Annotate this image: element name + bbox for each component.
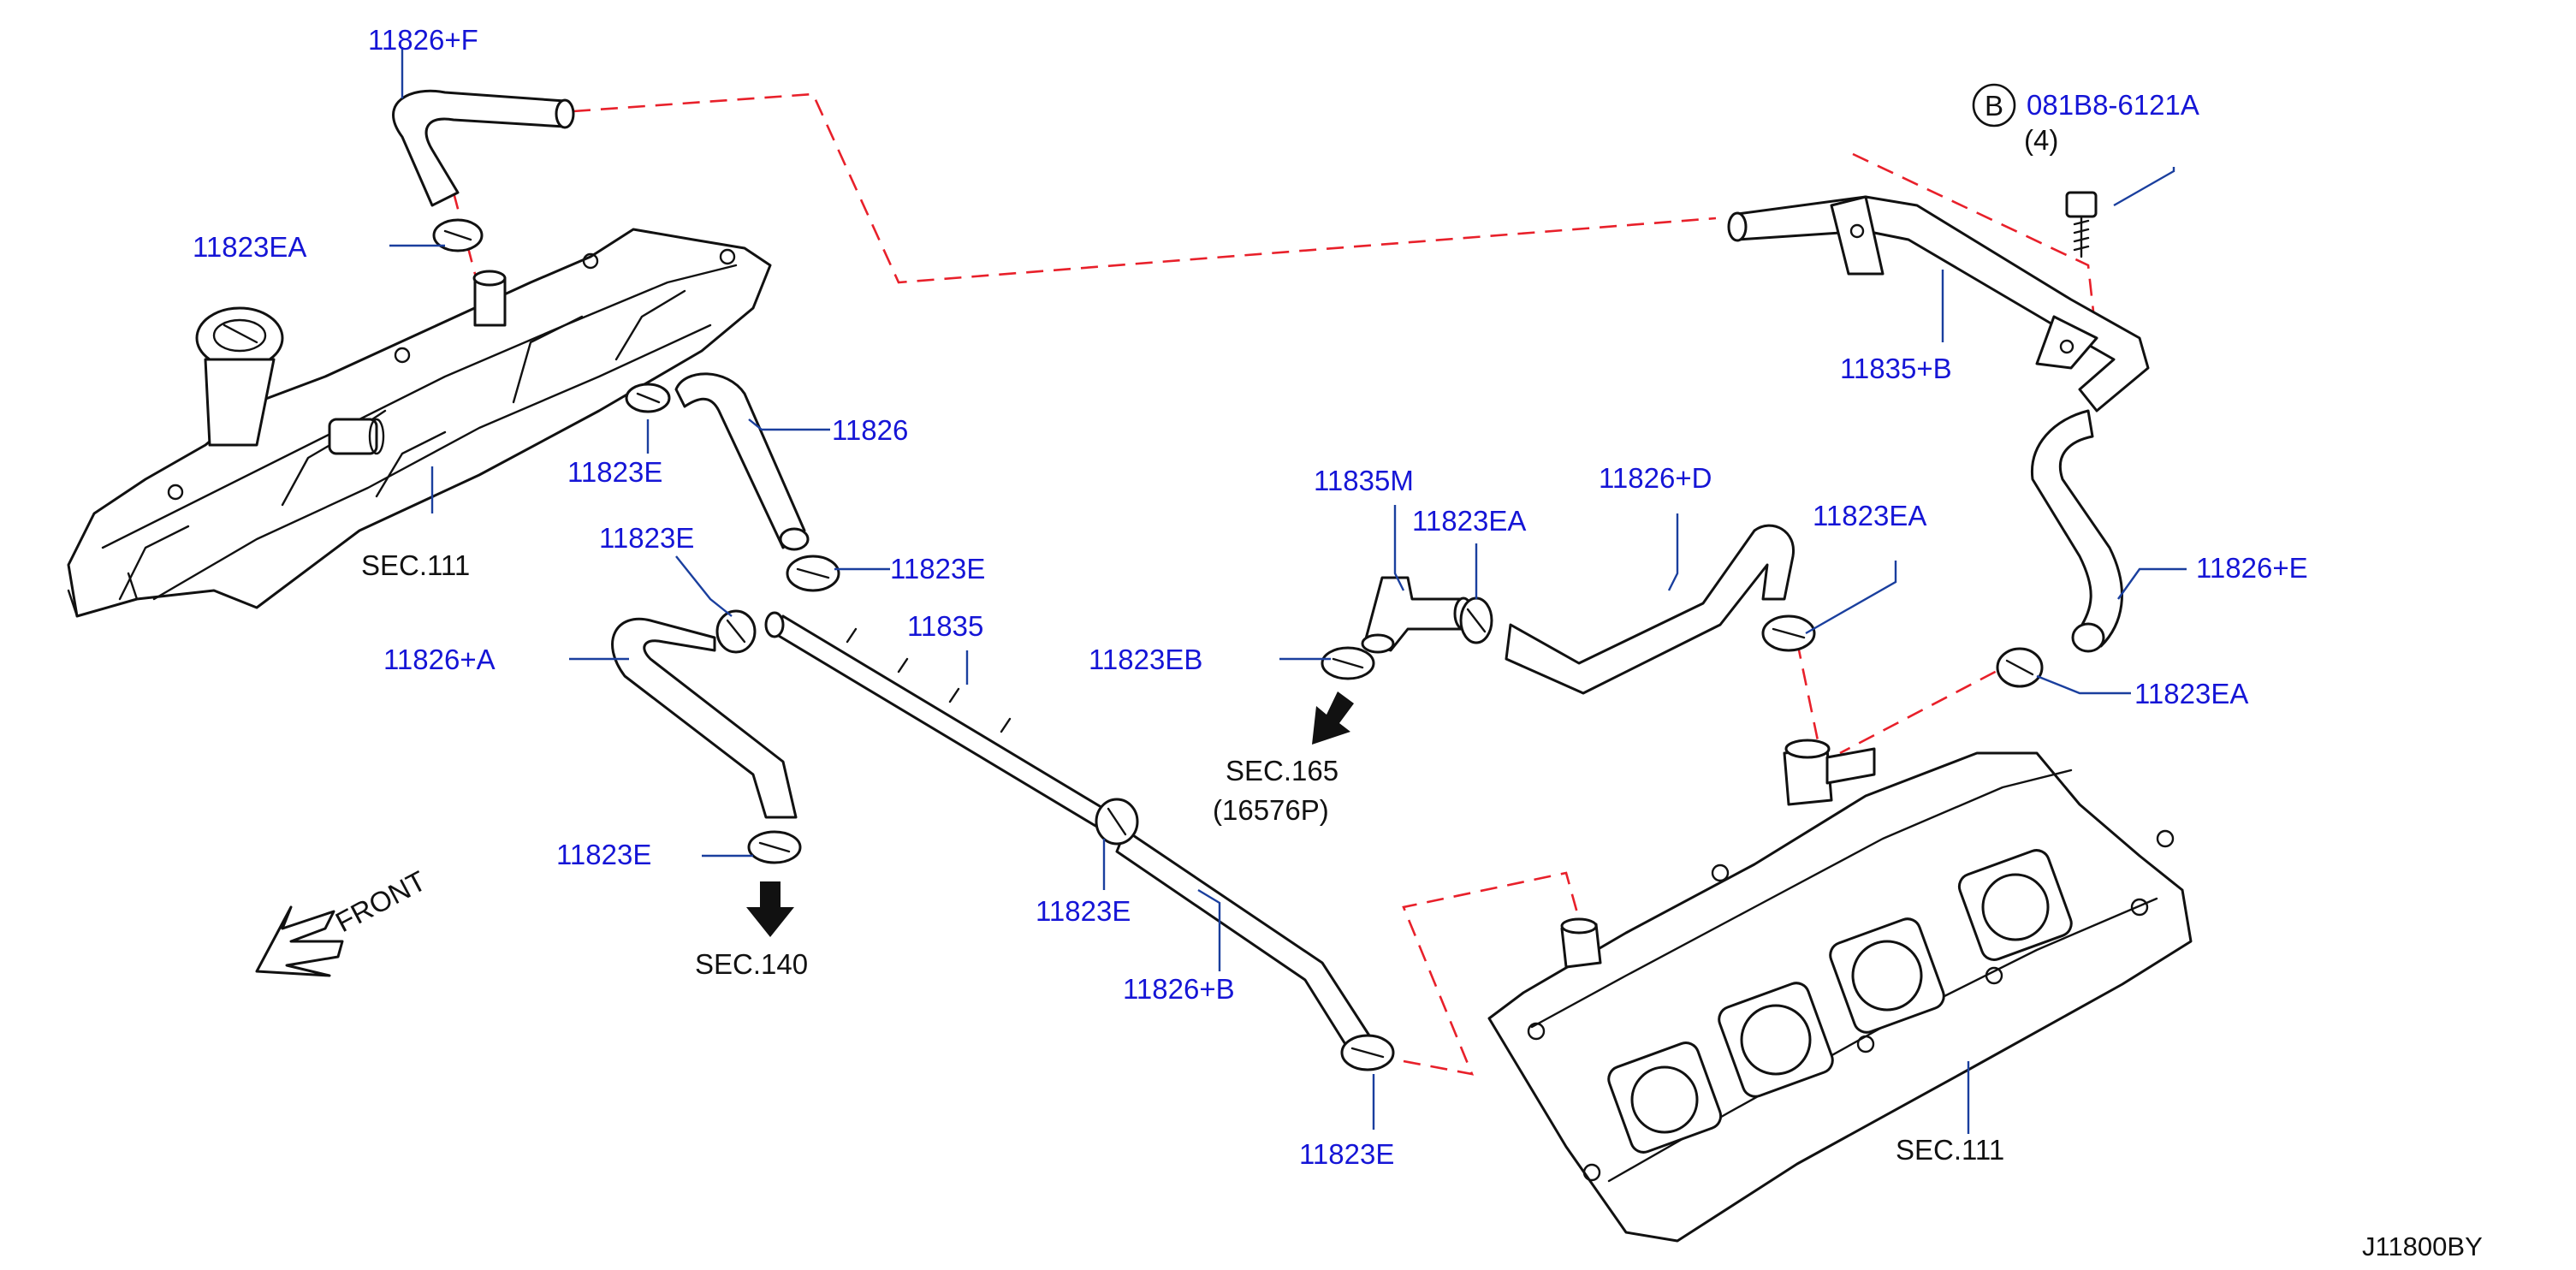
label-front: FRONT — [330, 864, 431, 938]
sec165-arrow — [1312, 691, 1354, 745]
label-11826-d: 11826+D — [1599, 462, 1712, 494]
label-11823ea-3: 11823EA — [1813, 500, 1926, 531]
label-11826-a: 11826+A — [383, 644, 496, 675]
label-11826-f: 11826+F — [368, 24, 478, 56]
bolt-marker-circle — [1972, 83, 2016, 128]
hose-11826-a — [611, 617, 798, 819]
label-11826-e: 11826+E — [2196, 552, 2308, 584]
label-sec165-sub: (16576P) — [1213, 794, 1329, 826]
label-11835: 11835 — [907, 610, 983, 642]
hose-11826-e — [2030, 409, 2123, 648]
label-11823e-5: 11823E — [1036, 895, 1131, 927]
label-11823ea-4: 11823EA — [2134, 678, 2248, 709]
hose-clamps — [432, 218, 2044, 1071]
label-11835-b: 11835+B — [1840, 353, 1952, 384]
clamp-11823ea-upper-left — [432, 218, 484, 252]
clamp-11823ea-middle — [1459, 596, 1493, 644]
clamp-11823ea-lower-right — [1996, 647, 2044, 688]
label-bolt-qty: (4) — [2024, 124, 2058, 156]
clamp-11823e-right-of-11826 — [786, 555, 840, 592]
clamp-11823e-bottom — [1340, 1034, 1395, 1071]
clamp-11823eb — [1321, 646, 1375, 680]
left-rocker-cover — [67, 228, 772, 618]
bolt-081b8-6121a — [2065, 191, 2098, 258]
clamp-11823e-pipe-end — [1095, 798, 1139, 846]
pipe-11835-b — [1727, 195, 2150, 412]
label-sec111-right: SEC.111 — [1896, 1134, 2004, 1166]
label-11823e-3: 11823E — [890, 553, 985, 585]
leader-lines — [389, 47, 2187, 1134]
diagram-code: J11800BY — [2362, 1231, 2483, 1261]
hose-11826-d — [1505, 524, 1795, 695]
label-11823ea-1: 11823EA — [193, 231, 306, 263]
sec140-arrow — [746, 881, 794, 937]
pipe-11835 — [773, 614, 1106, 828]
clamp-11823ea-right — [1761, 614, 1816, 652]
front-arrow — [255, 905, 344, 977]
callout-labels: 11826+F 11823EA 11826 11823E SEC.111 118… — [193, 24, 2483, 1261]
label-sec140: SEC.140 — [695, 948, 808, 980]
label-bolt-part: 081B8-6121A — [2027, 89, 2199, 121]
label-11826: 11826 — [832, 414, 908, 446]
label-sec111-left: SEC.111 — [361, 549, 470, 581]
clamp-11823e-bottom-11826a — [747, 830, 802, 864]
label-11823e-2: 11823E — [599, 522, 694, 554]
hose-11826-f — [392, 89, 567, 207]
label-11823e-1: 11823E — [567, 456, 662, 488]
label-11823e-6: 11823E — [1299, 1138, 1394, 1170]
label-11823e-4: 11823E — [556, 839, 651, 870]
label-11823eb: 11823EB — [1089, 644, 1202, 675]
label-sec165: SEC.165 — [1226, 755, 1338, 786]
hoses — [392, 89, 2123, 1050]
clamp-11823e-upper — [625, 383, 671, 413]
label-bolt-marker: B — [1985, 90, 2003, 122]
arrows — [255, 691, 1354, 977]
right-rocker-cover — [1487, 739, 2193, 1243]
hose-11826 — [674, 372, 806, 549]
label-11823ea-2: 11823EA — [1412, 505, 1526, 537]
label-11826-b: 11826+B — [1123, 973, 1235, 1005]
label-11835m: 11835M — [1314, 465, 1414, 496]
clamp-11823e-left-11826a — [715, 609, 757, 654]
hose-11826-b — [1115, 828, 1371, 1050]
